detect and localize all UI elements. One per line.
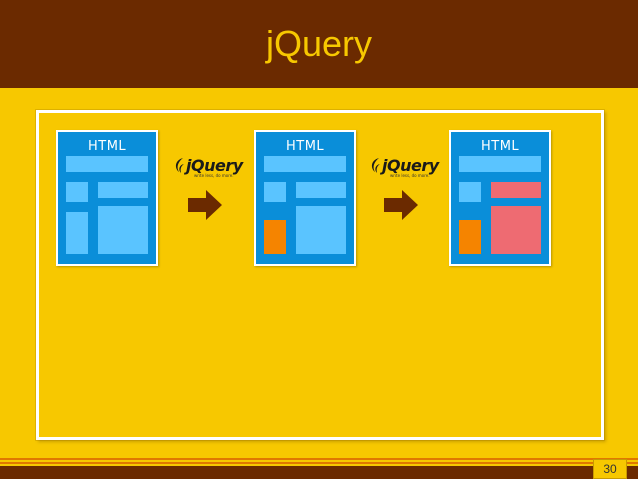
jquery-swoosh-icon [175, 158, 184, 173]
footer-bar [0, 466, 638, 479]
header-block [66, 156, 148, 172]
arrow-right-icon [384, 190, 418, 220]
jquery-tagline: write less, do more. [390, 173, 430, 178]
nav-block [296, 182, 346, 198]
content-panel [36, 110, 604, 440]
html-document-original: HTML [56, 130, 158, 266]
header-block [264, 156, 346, 172]
sidebar-top-block [264, 182, 286, 202]
jquery-swoosh-icon [371, 158, 380, 173]
jquery-wordmark: jQuery [382, 156, 439, 175]
main-block [98, 206, 148, 254]
sidebar-bottom-block-changed [459, 220, 481, 254]
sidebar-top-block [459, 182, 481, 202]
title-bar: jQuery [0, 0, 638, 88]
footer-stripe [0, 458, 638, 460]
sidebar-bottom-block-changed [264, 220, 286, 254]
footer-stripe [0, 462, 638, 464]
jquery-logo: jQuery write less, do more. [172, 156, 243, 178]
nav-block [98, 182, 148, 198]
sidebar-bottom-block [66, 212, 88, 254]
doc-label: HTML [481, 139, 520, 154]
main-block-changed [491, 206, 541, 254]
main-block [296, 206, 346, 254]
jquery-tagline: write less, do more. [194, 173, 234, 178]
nav-block-changed [491, 182, 541, 198]
header-block [459, 156, 541, 172]
arrow-right-icon [188, 190, 222, 220]
doc-label: HTML [88, 139, 127, 154]
jquery-wordmark: jQuery [186, 156, 243, 175]
slide-title: jQuery [265, 23, 373, 64]
sidebar-top-block [66, 182, 88, 202]
doc-label: HTML [286, 139, 325, 154]
html-document-modified-1: HTML [254, 130, 356, 266]
page-number: 30 [593, 459, 627, 479]
jquery-logo: jQuery write less, do more. [368, 156, 439, 178]
html-document-modified-2: HTML [449, 130, 551, 266]
